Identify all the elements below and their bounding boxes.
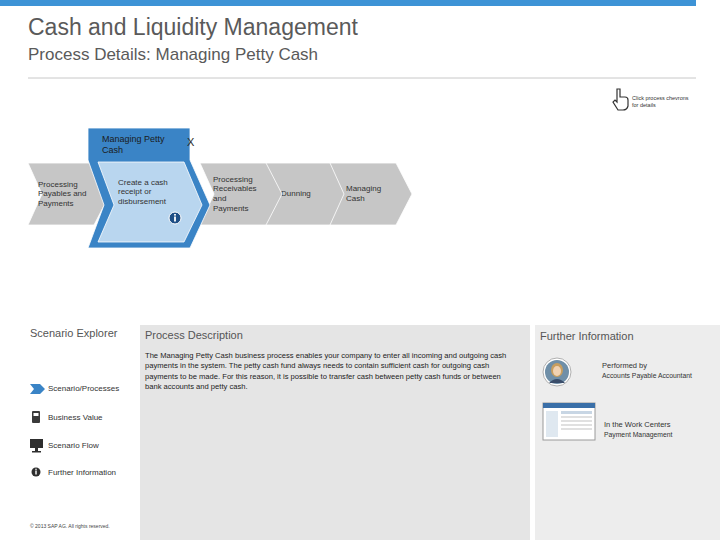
process-chevron: Managing Cash xyxy=(330,163,412,225)
sidebar-item: Scenario Flow xyxy=(48,441,138,451)
text-box: Dunning xyxy=(281,163,331,225)
text-box: Create a cash receipt or disbursement xyxy=(118,162,176,222)
slide-title: Cash and Liquidity Management xyxy=(28,14,628,42)
info-symbol xyxy=(169,212,181,224)
business-value-icon xyxy=(32,411,40,423)
process-step-chevron: Create a cash receipt or disbursement xyxy=(98,162,202,242)
text-box: Further Information xyxy=(540,330,710,360)
node-heading: Process Description xyxy=(145,329,517,342)
info-symbol-stem xyxy=(174,217,176,222)
sidebar-heading: Scenario Explorer xyxy=(30,327,120,340)
scenario-flow-icon xyxy=(30,439,43,453)
node-heading: Processing Payables and Payments xyxy=(38,180,92,209)
node-heading: Create a cash receipt or disbursement xyxy=(118,178,176,207)
node-heading: Processing Receivables and Payments xyxy=(213,175,263,213)
screenshot-icon xyxy=(543,403,595,440)
text-box: Processing Payables and Payments xyxy=(38,163,92,225)
node-body: The Managing Petty Cash business process… xyxy=(145,351,517,392)
sidebar-item: Business Value xyxy=(48,413,138,423)
chevron-outline xyxy=(200,163,282,225)
info-icon xyxy=(32,468,41,477)
description-panel: Process DescriptionThe Managing Petty Ca… xyxy=(140,325,530,540)
sidebar-item: Further Information xyxy=(48,468,138,478)
chevron-outline xyxy=(330,163,412,225)
text-box: Managing Cash xyxy=(346,163,396,225)
node-heading: Further Information xyxy=(540,330,710,343)
node-heading: Managing Cash xyxy=(346,184,396,203)
copyright: © 2013 SAP AG. All rights reserved. xyxy=(30,523,140,529)
text-box: Processing Receivables and Payments xyxy=(213,163,263,225)
chevron-shape xyxy=(330,163,412,225)
subtitle: Process Details: Managing Petty Cash xyxy=(28,45,548,65)
avatar-icon xyxy=(543,358,571,386)
text-box: Process DescriptionThe Managing Petty Ca… xyxy=(145,329,517,529)
hand-icon xyxy=(613,89,628,110)
sidebar-item: Scenario/Processes xyxy=(48,384,140,394)
process-chevron: Processing Receivables and Payments xyxy=(200,163,282,225)
chevron-shape xyxy=(98,162,202,242)
info-symbol-dot xyxy=(174,214,176,216)
top-bar xyxy=(0,0,696,6)
node-heading: Dunning xyxy=(281,189,331,199)
title-rule xyxy=(28,78,696,79)
chevron-shape xyxy=(88,128,210,248)
selected-process-chevron: Managing Petty CashCreate a cash receipt… xyxy=(88,128,210,248)
chevron-shape xyxy=(200,163,282,225)
text-box: Managing Petty Cash xyxy=(102,134,172,160)
node-heading: Managing Petty Cash xyxy=(102,134,172,156)
hint-text: Click process chevrons for details xyxy=(632,95,696,108)
scenario-icon xyxy=(30,384,45,394)
